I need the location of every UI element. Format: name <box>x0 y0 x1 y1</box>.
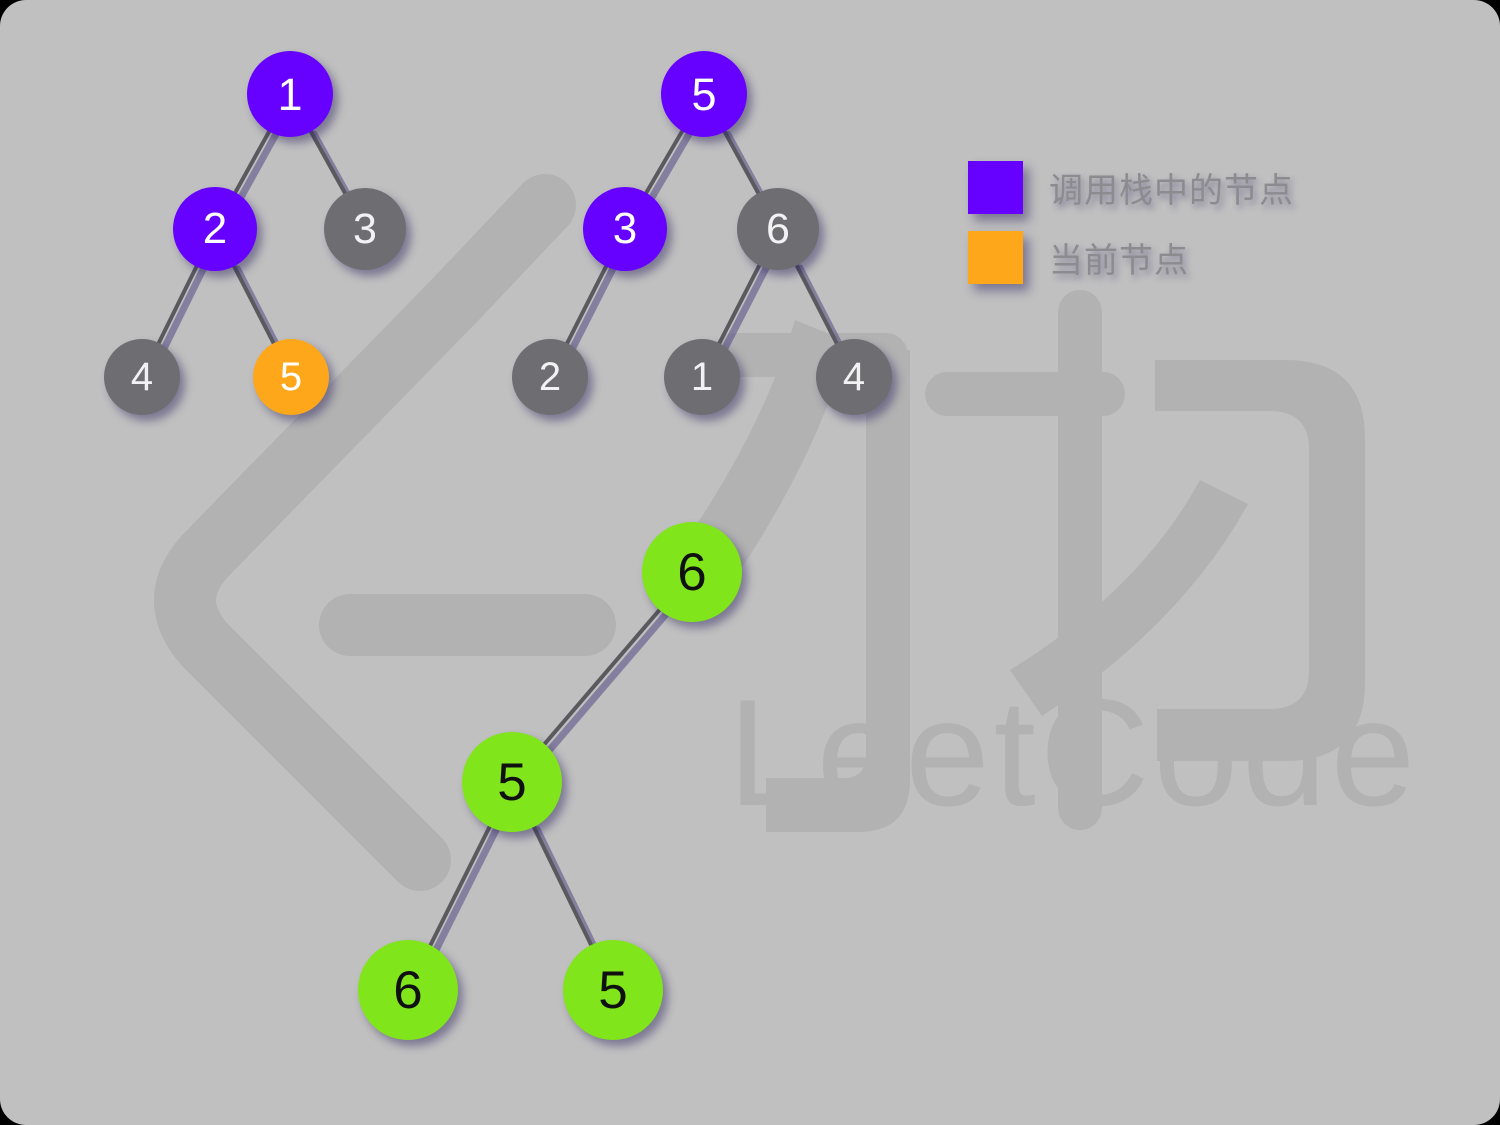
tree-edge-shadow <box>543 609 671 757</box>
tree-node-value: 3 <box>612 204 638 253</box>
tree-node[interactable]: 5 <box>661 51 747 137</box>
legend-label: 调用栈中的节点 <box>1049 171 1294 210</box>
tree-edge-shadow <box>719 264 770 357</box>
tree-edge <box>426 821 494 951</box>
tree-node-value: 3 <box>353 204 377 253</box>
tree-node[interactable]: 6 <box>737 188 819 270</box>
tree-node-value: 1 <box>690 355 714 399</box>
legend-label: 当前节点 <box>1049 241 1189 280</box>
tree-node-value: 2 <box>202 204 228 253</box>
tree-edge-shadow <box>233 265 284 357</box>
tree-edge-shadow <box>645 130 693 206</box>
tree-node-value: 6 <box>393 960 423 1020</box>
legend: 调用栈中的节点当前节点 <box>968 152 1398 292</box>
tree-edge <box>230 260 278 349</box>
tree-edge <box>720 126 763 199</box>
tree-edge <box>155 261 201 349</box>
watermark-brand-text: LeetCode <box>728 668 1419 838</box>
tree-node-value: 2 <box>538 355 562 399</box>
tree-node-value: 4 <box>842 355 866 399</box>
legend-item: 调用栈中的节点 <box>968 152 1398 222</box>
tree-node-value: 5 <box>497 752 527 812</box>
tree-edge <box>306 126 350 199</box>
tree-edge <box>231 126 274 198</box>
legend-item: 当前节点 <box>968 222 1398 292</box>
legend-swatch-purple <box>968 160 1023 214</box>
tree-edge <box>642 125 687 199</box>
tree-edge <box>715 259 764 349</box>
tree-node[interactable]: 3 <box>324 188 406 270</box>
tree-node[interactable]: 4 <box>816 339 892 415</box>
tree-node-value: 5 <box>691 68 717 120</box>
tree-node-value: 4 <box>130 355 154 399</box>
watermark-leetcode-text: LeetCode <box>728 668 1419 838</box>
tree-node[interactable]: 2 <box>173 187 257 271</box>
tree-node[interactable]: 5 <box>462 732 562 832</box>
legend-swatch-orange <box>968 230 1023 284</box>
tree-edge-shadow <box>796 264 847 357</box>
tree-node[interactable]: 2 <box>512 339 588 415</box>
tree-node[interactable]: 4 <box>104 339 180 415</box>
tree-edge <box>530 821 595 951</box>
tree-edge <box>539 604 665 750</box>
tree-node[interactable]: 1 <box>247 51 333 137</box>
tree-node[interactable]: 6 <box>358 940 458 1040</box>
tree-node-value: 5 <box>279 355 303 399</box>
tree-node-value: 6 <box>766 204 790 253</box>
watermark-cn-kou <box>925 290 1365 830</box>
tree-node[interactable]: 5 <box>253 339 329 415</box>
tree-edge <box>563 260 610 349</box>
tree-edge-shadow <box>430 825 500 959</box>
tree-node[interactable]: 1 <box>664 339 740 415</box>
tree-edge <box>792 259 841 349</box>
tree-node-value: 6 <box>677 542 707 602</box>
tree-edge-shadow <box>533 825 602 959</box>
tree-node-value: 5 <box>598 960 628 1020</box>
tree-node[interactable]: 3 <box>583 187 667 271</box>
tree-node[interactable]: 6 <box>642 522 742 622</box>
tree-edge-shadow <box>234 130 280 206</box>
tree-edge-shadow <box>158 265 207 357</box>
tree-edge-shadow <box>566 265 617 357</box>
tree-node[interactable]: 5 <box>563 940 663 1040</box>
tree-node-value: 1 <box>277 68 303 120</box>
